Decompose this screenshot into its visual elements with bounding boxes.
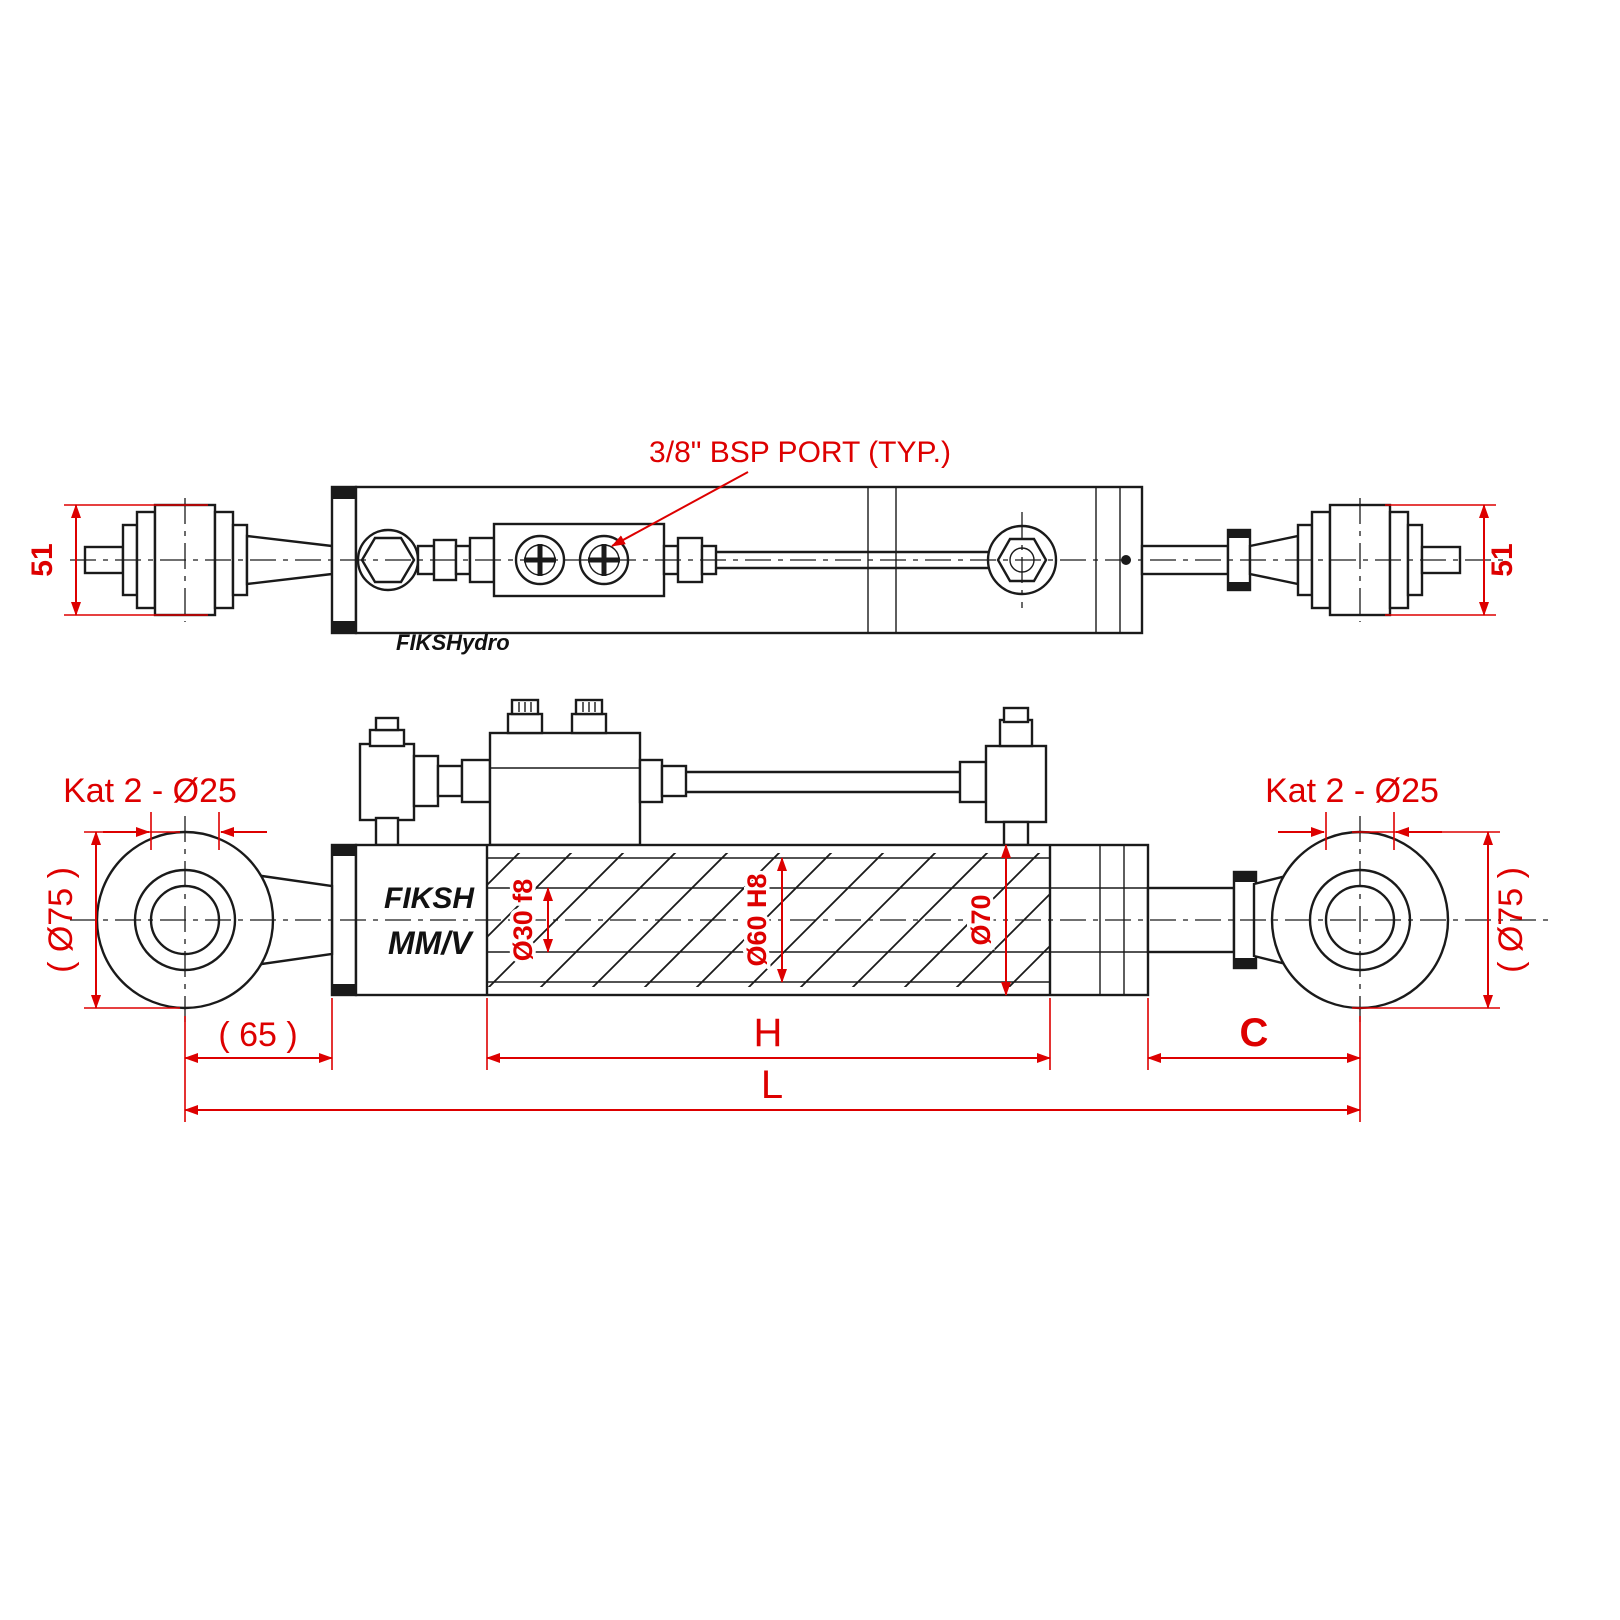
dim-text-51-left: 51 (26, 543, 59, 576)
dia75-label-right: ( Ø75 ) (1492, 867, 1530, 973)
dim-text-H: H (754, 1011, 783, 1055)
labels: 3/8" BSP PORT (TYP.) 51 51 Kat 2 - Ø25 K… (26, 436, 1530, 1107)
valve-cartridge-1 (506, 712, 544, 735)
rod-dia-label: Ø30 f8 (508, 879, 538, 962)
dim-text-65: ( 65 ) (218, 1016, 297, 1054)
brand-logo-side-line2: MM/V (388, 925, 474, 961)
tube-dia-label: Ø70 (966, 894, 996, 945)
brand-logo-side-line1: FIKSH (384, 882, 475, 915)
brand-logo-top: FIKSHydro (396, 630, 510, 655)
port-leader-line (611, 471, 749, 547)
dia75-label-left: ( Ø75 ) (42, 867, 80, 973)
valve-cartridge-2 (570, 712, 608, 735)
dim-text-C: C (1240, 1011, 1269, 1055)
port-label: 3/8" BSP PORT (TYP.) (649, 436, 951, 469)
dimensions (64, 471, 1500, 1122)
bore-dia-label: Ø60 H8 (742, 873, 772, 966)
kat-label-left: Kat 2 - Ø25 (63, 772, 237, 810)
dim-text-L: L (761, 1063, 783, 1107)
valve-assembly-side (358, 698, 1048, 847)
dim-text-51-right: 51 (1486, 543, 1519, 576)
kat-label-right: Kat 2 - Ø25 (1265, 772, 1439, 810)
left-elbow-fitting (358, 742, 416, 822)
right-elbow-fitting (984, 744, 1048, 824)
centerlines (70, 498, 1550, 1024)
valve-block-side (488, 731, 642, 847)
